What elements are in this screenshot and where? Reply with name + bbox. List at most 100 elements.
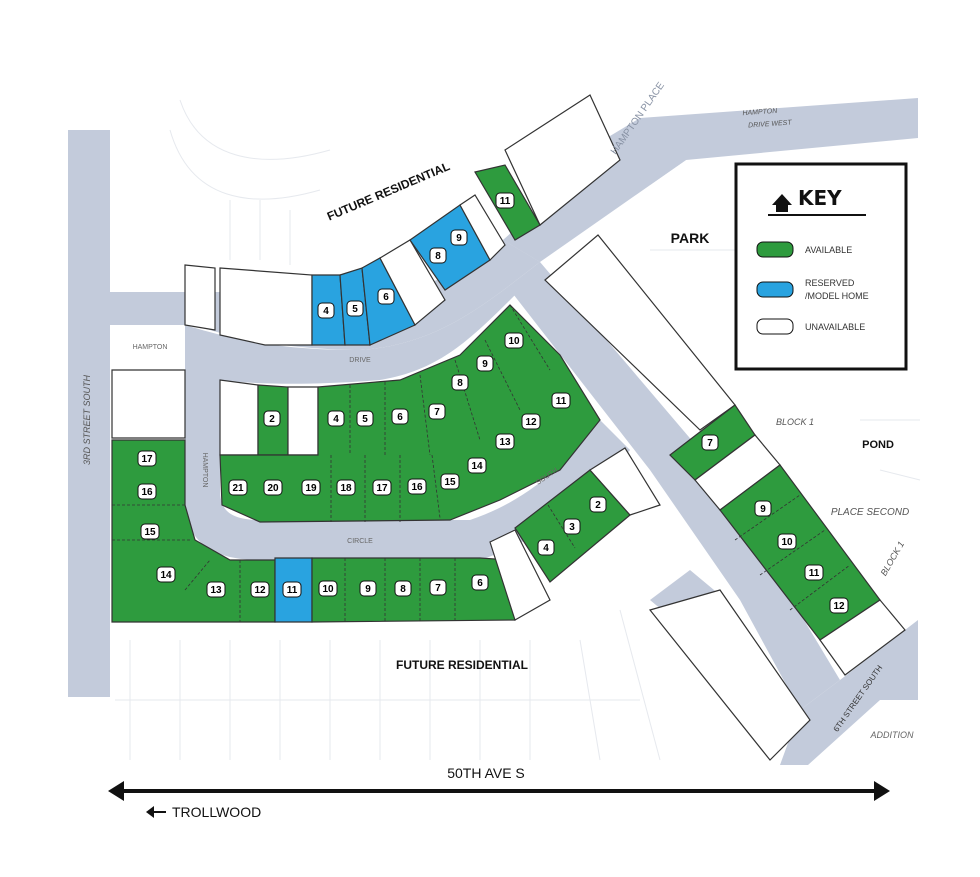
arrow-left-small-icon bbox=[146, 806, 154, 818]
lot-badge[interactable]: 6 bbox=[471, 574, 489, 591]
svg-text:10: 10 bbox=[322, 584, 334, 595]
lot-top-unavailable-a bbox=[184, 264, 216, 331]
lot-badge[interactable]: 8 bbox=[394, 580, 412, 597]
lot-badge[interactable]: 11 bbox=[804, 564, 824, 581]
hampton-drive-west-label-1: HAMPTON bbox=[742, 108, 778, 117]
svg-text:16: 16 bbox=[141, 487, 153, 498]
home-icon bbox=[772, 194, 792, 212]
lot-badge[interactable]: 11 bbox=[551, 392, 571, 409]
svg-text:6: 6 bbox=[477, 578, 483, 589]
lot-badge[interactable]: 7 bbox=[701, 434, 719, 451]
lot-badge[interactable]: 12 bbox=[829, 597, 849, 614]
lot-top-unavailable-10 bbox=[459, 194, 506, 261]
svg-text:9: 9 bbox=[456, 233, 462, 244]
legend-reserved-label-2: /MODEL HOME bbox=[805, 291, 869, 301]
lot-badge[interactable]: 6 bbox=[391, 408, 409, 425]
place-second-label: PLACE SECOND bbox=[831, 507, 909, 518]
lot-badge[interactable]: 12 bbox=[250, 581, 270, 598]
lot-badge[interactable]: 15 bbox=[140, 523, 160, 540]
legend-swatch-available bbox=[756, 241, 794, 258]
lot-badge[interactable]: 11 bbox=[282, 581, 302, 598]
lot-badge[interactable]: 17 bbox=[137, 450, 157, 467]
lot-badge[interactable]: 5 bbox=[346, 300, 364, 317]
lot-badge[interactable]: 15 bbox=[440, 473, 460, 490]
lot-badge[interactable]: 3 bbox=[563, 518, 581, 535]
lot-inner-unavailable-3 bbox=[287, 386, 319, 456]
background-context bbox=[115, 99, 921, 761]
lot-badge[interactable]: 9 bbox=[476, 355, 494, 372]
lot-badge[interactable]: 17 bbox=[372, 479, 392, 496]
lot-badge[interactable]: 13 bbox=[206, 581, 226, 598]
lot-badges: 4 5 6 8 9 11 2 4 5 6 7 8 9 10 11 12 13 1… bbox=[137, 192, 849, 614]
svg-text:21: 21 bbox=[232, 483, 244, 494]
svg-text:4: 4 bbox=[323, 306, 329, 317]
lot-badge[interactable]: 10 bbox=[318, 580, 338, 597]
legend-swatch-reserved bbox=[756, 281, 794, 298]
lot-dividers bbox=[112, 304, 851, 622]
lot-badge[interactable]: 4 bbox=[317, 302, 335, 319]
svg-text:2: 2 bbox=[595, 500, 601, 511]
lot-badge[interactable]: 13 bbox=[495, 433, 515, 450]
lot-badge[interactable]: 20 bbox=[263, 479, 283, 496]
svg-text:6: 6 bbox=[397, 412, 403, 423]
lot-badge[interactable]: 11 bbox=[495, 192, 515, 209]
svg-text:14: 14 bbox=[160, 570, 172, 581]
lot-badge[interactable]: 9 bbox=[754, 500, 772, 517]
roads bbox=[68, 98, 918, 765]
lot-badge[interactable]: 7 bbox=[428, 403, 446, 420]
lot-badge[interactable]: 18 bbox=[336, 479, 356, 496]
lot-badge[interactable]: 4 bbox=[537, 539, 555, 556]
legend-swatch-unavailable bbox=[756, 318, 794, 335]
svg-text:15: 15 bbox=[444, 477, 456, 488]
lot-badge[interactable]: 16 bbox=[407, 478, 427, 495]
svg-text:9: 9 bbox=[482, 359, 488, 370]
svg-text:11: 11 bbox=[287, 585, 298, 596]
lot-badge[interactable]: 19 bbox=[301, 479, 321, 496]
svg-text:5: 5 bbox=[352, 304, 358, 315]
lot-badge[interactable]: 8 bbox=[451, 374, 469, 391]
lot-badge[interactable]: 9 bbox=[450, 229, 468, 246]
bottom-road-arrow: 50TH AVE S bbox=[108, 765, 890, 801]
lot-outer-unavailable-5 bbox=[489, 529, 551, 621]
lot-badge[interactable]: 12 bbox=[521, 413, 541, 430]
lot-badge[interactable]: 16 bbox=[137, 483, 157, 500]
lot-badge[interactable]: 4 bbox=[327, 410, 345, 427]
lot-badge[interactable]: 6 bbox=[377, 288, 395, 305]
svg-text:10: 10 bbox=[781, 537, 793, 548]
svg-text:11: 11 bbox=[556, 396, 567, 407]
svg-text:12: 12 bbox=[254, 585, 266, 596]
pond-label: POND bbox=[862, 439, 894, 451]
future-residential-bottom-label: FUTURE RESIDENTIAL bbox=[396, 658, 528, 672]
future-residential-top-label: FUTURE RESIDENTIAL bbox=[325, 159, 452, 223]
lot-badge[interactable]: 2 bbox=[589, 496, 607, 513]
lot-badge[interactable]: 5 bbox=[356, 410, 374, 427]
lot-badge[interactable]: 21 bbox=[228, 479, 248, 496]
lot-badge[interactable]: 10 bbox=[504, 332, 524, 349]
svg-text:9: 9 bbox=[365, 584, 371, 595]
lot-badge[interactable]: 14 bbox=[156, 566, 176, 583]
south-diagonal-road bbox=[510, 262, 840, 710]
lot-badge[interactable]: 9 bbox=[359, 580, 377, 597]
lot-badge[interactable]: 10 bbox=[777, 533, 797, 550]
block-right-label: BLOCK 1 bbox=[879, 540, 907, 578]
hampton-left-label: HAMPTON bbox=[133, 344, 168, 351]
arrow-left-icon bbox=[108, 781, 124, 801]
svg-text:13: 13 bbox=[210, 585, 222, 596]
legend-available-label: AVAILABLE bbox=[805, 245, 852, 255]
lot-island-unavailable bbox=[589, 447, 661, 516]
svg-text:18: 18 bbox=[340, 483, 352, 494]
third-street-label: 3RD STREET SOUTH bbox=[82, 374, 92, 465]
lot-badge[interactable]: 8 bbox=[429, 247, 447, 264]
svg-text:12: 12 bbox=[525, 417, 537, 428]
legend-title: KEY bbox=[798, 186, 842, 210]
addition-label: ADDITION bbox=[869, 730, 914, 740]
lot-badge[interactable]: 7 bbox=[429, 579, 447, 596]
hampton-vertical-label: HAMPTON bbox=[201, 453, 208, 488]
legend-key: KEY AVAILABLE RESERVED /MODEL HOME UNAVA… bbox=[734, 162, 908, 371]
svg-text:4: 4 bbox=[333, 414, 339, 425]
svg-text:15: 15 bbox=[144, 527, 156, 538]
circle-label: CIRCLE bbox=[347, 538, 373, 545]
lot-badge[interactable]: 2 bbox=[263, 410, 281, 427]
lot-badge[interactable]: 14 bbox=[467, 457, 487, 474]
